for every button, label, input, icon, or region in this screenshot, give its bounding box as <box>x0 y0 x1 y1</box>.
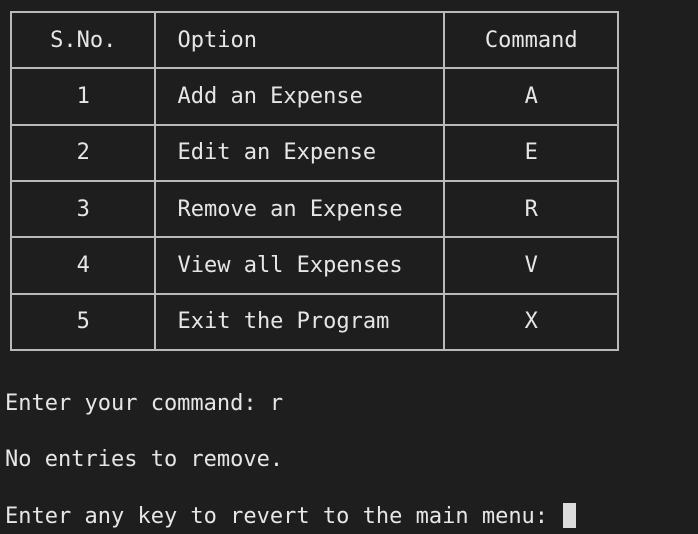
row-option: Edit an Expense <box>154 123 446 182</box>
row-command: A <box>443 67 619 126</box>
menu-header-row: S.No. Option Command <box>9 10 619 70</box>
row-sno: 3 <box>9 179 157 239</box>
menu-row: 4 View all Expenses V <box>9 236 619 295</box>
header-option: Option <box>154 10 446 70</box>
revert-prompt: Enter any key to revert to the main menu… <box>5 504 562 529</box>
command-input[interactable]: r <box>269 391 284 416</box>
row-option: View all Expenses <box>154 236 446 295</box>
row-command: R <box>443 179 619 239</box>
menu-row: 2 Edit an Expense E <box>9 123 619 182</box>
row-option: Exit the Program <box>154 292 446 352</box>
header-command: Command <box>443 10 619 70</box>
row-command: X <box>443 292 619 352</box>
command-prompt: Enter your command: <box>5 391 270 416</box>
row-command: E <box>443 123 619 182</box>
row-option: Remove an Expense <box>154 179 446 239</box>
row-sno: 2 <box>9 123 157 182</box>
status-message: No entries to remove. <box>5 447 284 472</box>
row-sno: 1 <box>9 67 157 126</box>
header-sno: S.No. <box>9 10 157 70</box>
menu-table: S.No. Option Command 1 Add an Expense A … <box>9 10 619 352</box>
row-option: Add an Expense <box>154 67 446 126</box>
menu-row: 1 Add an Expense A <box>9 67 619 126</box>
row-sno: 5 <box>9 292 157 352</box>
revert-prompt-line: Enter any key to revert to the main menu… <box>5 503 577 530</box>
text-cursor[interactable] <box>563 503 577 528</box>
command-prompt-line: Enter your command: r <box>5 391 283 417</box>
menu-row: 5 Exit the Program X <box>9 292 619 352</box>
row-command: V <box>443 236 619 295</box>
menu-row: 3 Remove an Expense R <box>9 179 619 239</box>
row-sno: 4 <box>9 236 157 295</box>
